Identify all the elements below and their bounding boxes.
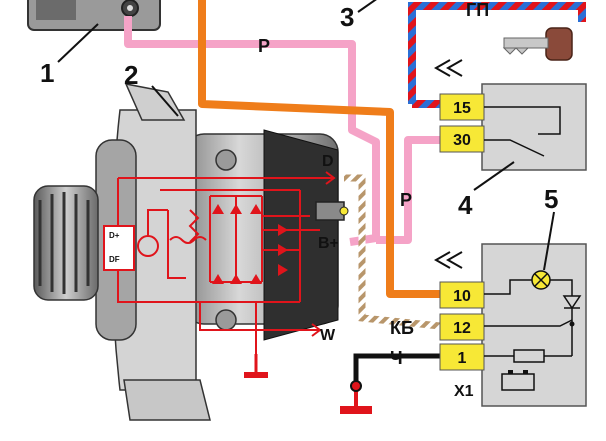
callout-line-1: [57, 23, 99, 63]
panel-pin-10: 10: [453, 288, 471, 305]
connector-x1-label: X1: [454, 383, 474, 400]
callout-line-5: [543, 211, 555, 271]
arrow-left-icon: [433, 251, 463, 269]
wire-label-pink-2: Р: [400, 190, 412, 210]
callout-line-4: [473, 161, 515, 191]
wire-label-ch: Ч: [390, 348, 403, 368]
instrument-fragment: [27, 0, 161, 31]
relay-pin-15: 15: [453, 100, 471, 117]
terminal-w-label: W: [320, 327, 336, 344]
regulator-dplus: D+: [109, 231, 120, 240]
callout-line-2: [151, 85, 179, 117]
wire-orange: [198, 0, 440, 298]
wire-blue-red: [408, 2, 586, 104]
pulley: [33, 185, 99, 301]
panel-block: [433, 243, 587, 407]
wire-label-gp: ГП: [466, 0, 489, 20]
wire-label-pink: Р: [258, 36, 270, 56]
panel-pin-12: 12: [453, 320, 471, 337]
callout-4: 4: [458, 190, 473, 220]
callout-5: 5: [544, 184, 558, 214]
callout-3: 3: [340, 2, 354, 32]
ground-symbol-right: [340, 380, 372, 414]
terminal-bplus-label: B+: [318, 235, 339, 252]
battery-icon: [501, 373, 535, 391]
callout-line-3: [357, 0, 377, 13]
relay-pin-30: 30: [453, 132, 471, 149]
terminal-d-label: D: [322, 153, 334, 170]
rectifier-diodes: [212, 204, 288, 284]
relay-box: [433, 59, 587, 171]
regulator-df: DF: [109, 255, 120, 264]
wire-brown-white: [344, 174, 441, 330]
key-icon: [502, 27, 573, 61]
callout-1: 1: [40, 58, 54, 88]
wire-label-kb: КБ: [390, 318, 414, 338]
diode-icon: [562, 295, 582, 310]
internal-circuit: [103, 171, 336, 354]
wire-black: [353, 353, 440, 388]
panel-pin-1: 1: [458, 350, 467, 367]
callout-2: 2: [124, 60, 138, 90]
ground-symbol-alternator: [244, 354, 268, 378]
arrow-left-icon: [433, 59, 463, 77]
